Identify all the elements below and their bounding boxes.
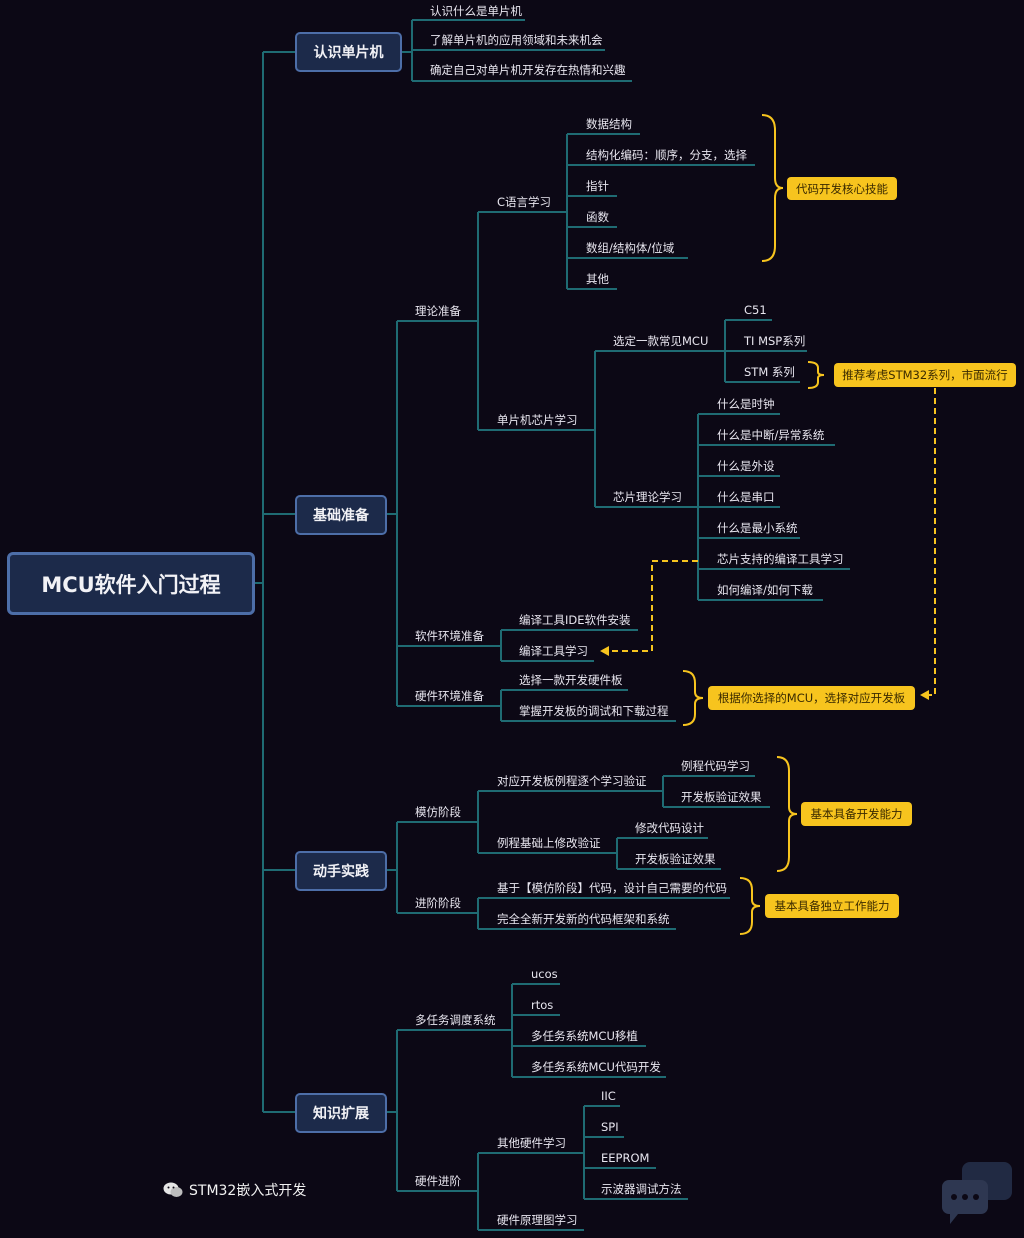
node-chip-theory: 芯片理论学习 bbox=[613, 490, 682, 504]
node-imitation-stage: 模仿阶段 bbox=[415, 805, 461, 819]
node-c-language: C语言学习 bbox=[497, 195, 552, 209]
node-multitask: 多任务调度系统 bbox=[415, 1013, 496, 1027]
node-modify-item: 开发板验证效果 bbox=[635, 852, 716, 866]
node-c-item: 函数 bbox=[586, 210, 609, 224]
arrow-head-board bbox=[920, 690, 929, 700]
node-advance-stage: 进阶阶段 bbox=[415, 896, 461, 910]
node-c-item: 结构化编码：顺序，分支，选择 bbox=[586, 148, 747, 162]
node-select-mcu: 选定一款常见MCU bbox=[613, 334, 709, 348]
note-independent[interactable]: 基本具备独立工作能力 bbox=[765, 894, 899, 918]
node-theory-item: 如何编译/如何下载 bbox=[717, 583, 813, 597]
node-sw-item: 编译工具IDE软件安装 bbox=[519, 613, 631, 627]
node-theory-item: 什么是串口 bbox=[717, 490, 775, 504]
node-hw-item: 选择一款开发硬件板 bbox=[519, 673, 623, 687]
node-c-item: 数据结构 bbox=[586, 117, 632, 131]
watermark-text: STM32嵌入式开发 bbox=[189, 1183, 307, 1199]
node-theory-item: 什么是中断/异常系统 bbox=[717, 428, 825, 442]
node-software-env: 软件环境准备 bbox=[415, 629, 484, 643]
watermark: STM32嵌入式开发 bbox=[163, 1180, 306, 1200]
node-passion: 确定自己对单片机开发存在热情和兴趣 bbox=[430, 63, 626, 77]
node-theory: 理论准备 bbox=[415, 304, 461, 318]
node-c-item: 数组/结构体/位域 bbox=[586, 241, 675, 255]
node-application-field: 了解单片机的应用领域和未来机会 bbox=[430, 33, 603, 47]
node-c-item: 其他 bbox=[586, 272, 609, 286]
node-theory-item: 什么是最小系统 bbox=[717, 521, 798, 535]
wechat-icon bbox=[163, 1182, 183, 1197]
branch-extension[interactable]: 知识扩展 bbox=[295, 1093, 387, 1133]
root-node[interactable]: MCU软件入门过程 bbox=[7, 552, 255, 615]
node-mt-item: rtos bbox=[531, 998, 554, 1012]
node-theory-item: 芯片支持的编译工具学习 bbox=[717, 552, 844, 566]
note-core-skill[interactable]: 代码开发核心技能 bbox=[787, 177, 897, 200]
node-mcu-option: STM 系列 bbox=[744, 365, 795, 379]
node-theory-item: 什么是时钟 bbox=[717, 397, 775, 411]
branch-know-mcu[interactable]: 认识单片机 bbox=[295, 32, 402, 72]
note-basic-dev[interactable]: 基本具备开发能力 bbox=[801, 802, 912, 826]
node-modify-item: 修改代码设计 bbox=[635, 821, 704, 835]
node-verify-item: 开发板验证效果 bbox=[681, 790, 762, 804]
branch-foundation[interactable]: 基础准备 bbox=[295, 495, 387, 535]
node-theory-item: 什么是外设 bbox=[717, 459, 775, 473]
node-what-is-mcu: 认识什么是单片机 bbox=[430, 4, 522, 18]
node-advance-item: 完全全新开发新的代码框架和系统 bbox=[497, 912, 670, 926]
branch-practice[interactable]: 动手实践 bbox=[295, 851, 387, 891]
node-advance-item: 基于【模仿阶段】代码，设计自己需要的代码 bbox=[497, 881, 727, 895]
node-mt-item: 多任务系统MCU代码开发 bbox=[531, 1060, 661, 1074]
node-verify-examples: 对应开发板例程逐个学习验证 bbox=[497, 774, 647, 788]
node-chip-learning: 单片机芯片学习 bbox=[497, 413, 578, 427]
note-stm32[interactable]: 推荐考虑STM32系列，市面流行 bbox=[834, 363, 1016, 387]
node-modify-examples: 例程基础上修改验证 bbox=[497, 836, 601, 850]
node-mt-item: ucos bbox=[531, 967, 558, 981]
node-mcu-option: C51 bbox=[744, 303, 767, 317]
node-schematic: 硬件原理图学习 bbox=[497, 1213, 578, 1227]
node-other-item: SPI bbox=[601, 1120, 619, 1134]
node-mt-item: 多任务系统MCU移植 bbox=[531, 1029, 638, 1043]
node-c-item: 指针 bbox=[586, 179, 609, 193]
chat-bubble-icon bbox=[942, 1162, 1012, 1224]
arrow-head-ide bbox=[600, 646, 609, 656]
node-verify-item: 例程代码学习 bbox=[681, 759, 750, 773]
node-mcu-option: TI MSP系列 bbox=[744, 334, 806, 348]
node-other-hardware: 其他硬件学习 bbox=[497, 1136, 566, 1150]
node-hardware-advance: 硬件进阶 bbox=[415, 1174, 461, 1188]
node-other-item: IIC bbox=[601, 1089, 616, 1103]
node-hardware-env: 硬件环境准备 bbox=[415, 689, 484, 703]
node-sw-item: 编译工具学习 bbox=[519, 644, 588, 658]
note-board[interactable]: 根据你选择的MCU，选择对应开发板 bbox=[708, 686, 915, 710]
node-hw-item: 掌握开发板的调试和下载过程 bbox=[519, 704, 669, 718]
node-other-item: 示波器调试方法 bbox=[601, 1182, 682, 1196]
node-other-item: EEPROM bbox=[601, 1151, 650, 1165]
